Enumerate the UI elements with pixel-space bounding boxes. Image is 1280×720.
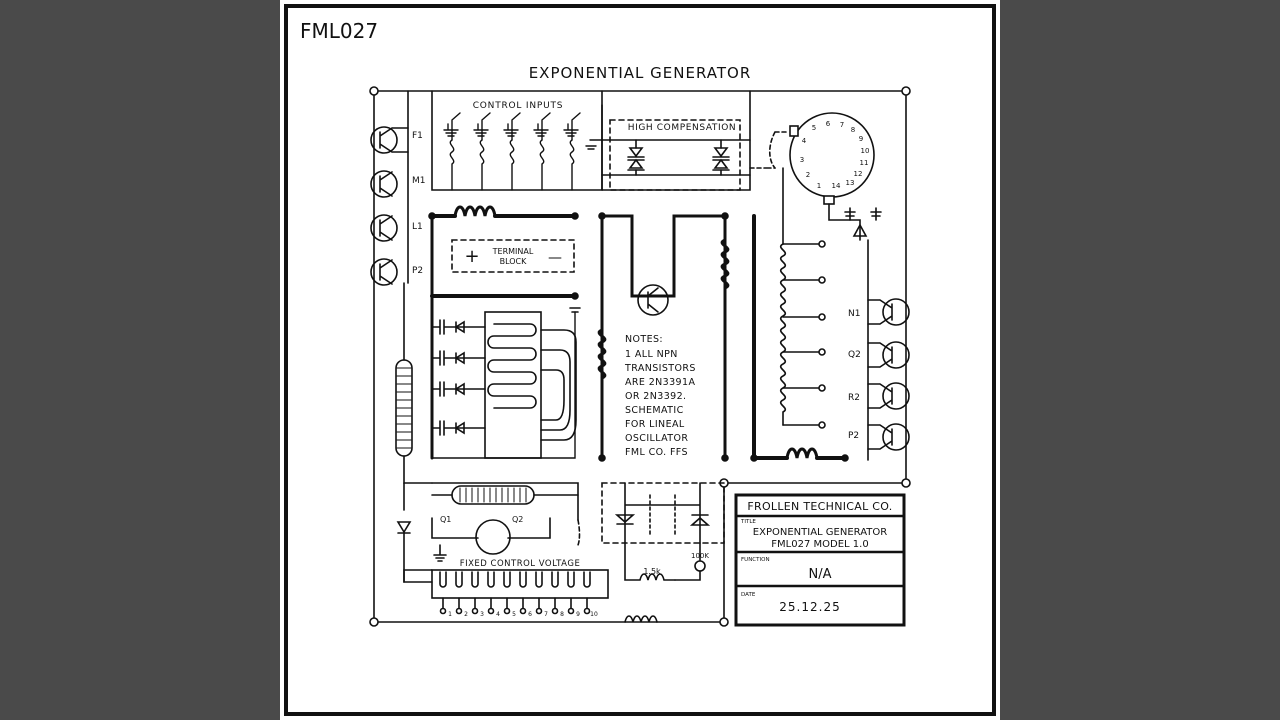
left-transistor-p2 [370,258,398,286]
title-field-line2: FML027 MODEL 1.0 [771,539,868,550]
resistor-1-5k-label: 1.5k [643,567,661,576]
rotary-switch-positions: 1 2 3 4 5 6 7 8 9 10 11 12 13 14 [800,120,870,190]
title-field-line1: EXPONENTIAL GENERATOR [753,527,887,538]
switch-position: 6 [826,120,831,128]
left-transistor-label: P2 [412,266,423,276]
schematic-drawing: FML027 EXPONENTIAL GENERATOR CONTROL INP… [300,19,911,627]
function-field-label: FUNCTION [741,557,770,563]
q2-label: Q2 [512,515,523,524]
left-transistor-m1 [370,170,398,198]
cv-tap-label: 7 [544,611,548,618]
switch-position: 3 [800,156,804,164]
schematic-sheet: FML027 EXPONENTIAL GENERATOR CONTROL INP… [280,0,1000,720]
function-field-value: N/A [809,567,832,582]
switch-position: 8 [851,126,855,134]
cv-tap-label: 1 [448,611,452,618]
cv-tap-label: 9 [576,611,580,618]
cv-tap-label: 6 [528,611,532,618]
switch-position: 12 [854,170,863,178]
switch-position: 11 [860,159,869,167]
right-transistor-n1 [867,298,910,326]
company-name: FROLLEN TECHNICAL CO. [747,500,892,513]
right-transistor-label: N1 [848,309,860,319]
cv-tap-label: 4 [496,611,500,618]
switch-position: 4 [802,137,807,145]
transistor-q1-q2 [431,517,551,555]
right-transistor-q2 [867,341,910,369]
terminal-block-label: TERMINAL [492,247,534,256]
switch-position: 9 [859,135,863,143]
switch-position: 1 [817,182,821,190]
switch-position: 14 [832,182,841,190]
terminal-minus-sign: — [548,250,562,266]
notes-line: TRANSISTORS [624,363,696,374]
control-inputs-label: CONTROL INPUTS [473,101,564,111]
right-transistor-r2 [867,382,910,410]
terminal-plus-sign: + [464,246,479,267]
terminal-block-label: BLOCK [500,257,528,266]
q1-label: Q1 [440,515,451,524]
drawing-code: FML027 [300,19,378,43]
high-compensation-label: HIGH COMPENSATION [628,123,737,133]
sheet-border [284,4,996,716]
cv-tap-label: 10 [590,611,598,618]
notes-line: FML CO. FFS [625,447,688,458]
left-transistor-label: L1 [412,222,423,232]
cv-tap-label: 3 [480,611,484,618]
fixed-control-voltage-label: FIXED CONTROL VOLTAGE [460,559,581,569]
left-transistor-f1 [370,126,409,154]
notes-heading: NOTES: [625,334,663,345]
title-block [734,493,906,627]
switch-position: 7 [840,121,844,129]
switch-position: 13 [846,179,855,187]
right-transistor-label: Q2 [848,350,861,360]
notes-line: 1 ALL NPN [625,349,678,360]
cv-tap-label: 8 [560,611,564,618]
notes-line: ARE 2N3391A [625,377,695,388]
right-transistor-label: R2 [848,393,860,403]
right-transistor-label: P2 [848,431,859,441]
cv-tap-label: 5 [512,611,516,618]
terminal-block [451,239,575,273]
switch-position: 2 [806,171,810,179]
notes-line: OSCILLATOR [625,433,688,444]
high-compensation-diodes [627,139,730,176]
center-transistor [637,284,669,316]
switch-position: 10 [861,147,870,155]
cv-tap-label: 2 [464,611,468,618]
coil-bank-frame [484,311,542,459]
left-transistor-l1 [370,214,398,242]
control-input-switches [443,112,603,191]
date-field-label: DATE [741,592,756,598]
title-field-label: TITLE [740,519,756,525]
fixed-cv-tap-labels: 1 2 3 4 5 6 7 8 9 10 [448,611,598,618]
notes-line: SCHEMATIC [625,405,684,416]
notes-line: FOR LINEAL [625,419,685,430]
date-field-value: 25.12.25 [779,600,840,614]
notes-line: OR 2N3392. [625,391,686,402]
left-transistor-label: M1 [412,176,426,186]
resistor-100k-label: 100K [691,552,709,560]
fixed-cv-block [431,569,609,599]
switch-position: 5 [812,124,816,132]
right-transistor-labels: N1 Q2 R2 P2 [848,309,861,441]
right-transistor-p2 [867,423,910,451]
notes-block: NOTES: 1 ALL NPN TRANSISTORS ARE 2N3391A… [624,334,696,458]
left-transistor-label: F1 [412,131,423,141]
left-transistor-labels: F1 M1 L1 P2 [412,131,426,276]
drawing-title: EXPONENTIAL GENERATOR [529,64,752,82]
